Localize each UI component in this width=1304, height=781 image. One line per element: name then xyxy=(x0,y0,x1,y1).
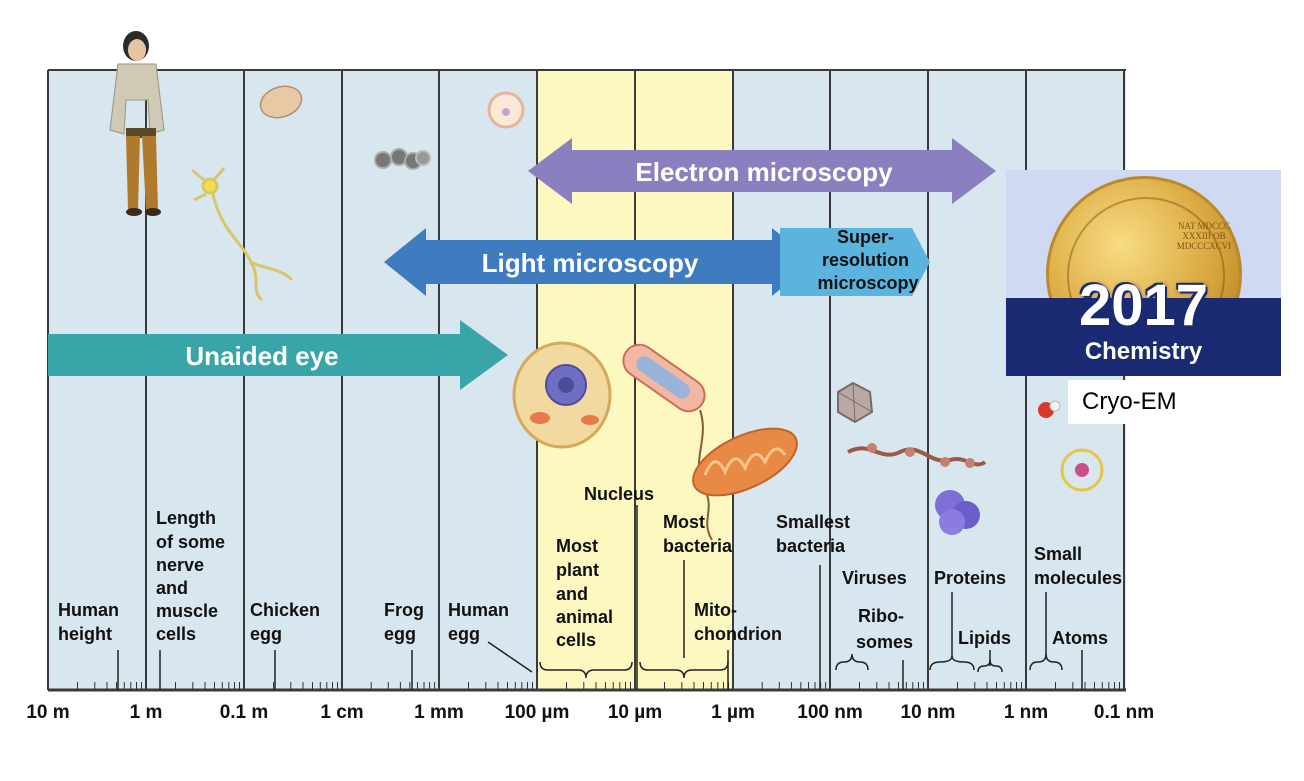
scale-tick-label: 1 µm xyxy=(711,702,755,723)
chicken-egg-icon xyxy=(259,85,303,119)
cryo-em-caption: Cryo-EM xyxy=(1068,380,1218,424)
label-viruses: Viruses xyxy=(842,568,907,588)
scale-tick-label: 1 nm xyxy=(1004,702,1048,723)
scale-tick-label: 10 m xyxy=(26,702,69,723)
scale-tick-label: 0.1 nm xyxy=(1094,702,1154,723)
label-nucleus: Nucleus xyxy=(584,484,654,504)
virus-icon xyxy=(837,381,874,424)
label-frog-egg: Frog egg xyxy=(384,600,429,644)
minor-ticks xyxy=(77,682,1120,690)
animal-cell-icon xyxy=(512,341,612,449)
unaided-eye-label: Unaided eye xyxy=(185,341,338,371)
label-mitochondrion: Mito- chondrion xyxy=(694,600,782,644)
frog-eggs-icon xyxy=(374,148,431,170)
scale-tick-label: 1 cm xyxy=(320,702,363,723)
human-egg-icon xyxy=(487,91,525,129)
label-smallest-bacteria: Smallest bacteria xyxy=(776,512,855,556)
protein-chain-icon xyxy=(847,443,987,468)
protein-blob-icon xyxy=(935,490,980,535)
scale-tick-label: 10 µm xyxy=(608,702,662,723)
super-resolution-range: Super- resolution microscopy xyxy=(780,227,930,296)
nerve-cell-icon xyxy=(191,167,294,302)
object-labels: Human height Length of some nerve and mu… xyxy=(58,484,1122,652)
light-microscopy-range: Light microscopy xyxy=(384,228,814,296)
nobel-year: 2017 xyxy=(1078,273,1209,338)
label-proteins: Proteins xyxy=(934,568,1006,588)
label-human-height: Human height xyxy=(58,600,124,644)
nobel-band xyxy=(1006,298,1281,376)
electron-microscopy-range: Electron microscopy xyxy=(528,138,996,204)
label-chicken-egg: Chicken egg xyxy=(250,600,325,644)
atom-icon xyxy=(1060,448,1104,492)
label-most-bacteria: Most bacteria xyxy=(663,512,733,556)
mitochondrion-icon xyxy=(692,427,798,497)
scale-tick-label: 10 nm xyxy=(901,702,956,723)
unaided-eye-range: Unaided eye xyxy=(48,320,508,390)
label-nerve-muscle-cells: Length of some nerve and muscle cells xyxy=(156,508,230,644)
super-resolution-label: Super- resolution microscopy xyxy=(817,227,918,293)
label-small-molecules: Small molecules xyxy=(1034,544,1122,588)
scale-tick-label: 1 m xyxy=(130,702,163,723)
light-microscopy-label: Light microscopy xyxy=(482,248,699,278)
label-plant-animal-cells: Most plant and animal cells xyxy=(556,536,618,650)
label-atoms: Atoms xyxy=(1052,628,1108,648)
scale-tick-label: 100 nm xyxy=(797,702,862,723)
small-molecule-icon xyxy=(1038,400,1061,418)
human-figure-icon xyxy=(109,31,165,216)
pointer-lines xyxy=(117,505,1083,690)
nobel-prize-badge: NAT MDCCC XXXIII OB MDCCCXCVI 2017 Chemi… xyxy=(1006,170,1281,376)
nobel-field: Chemistry xyxy=(1084,338,1203,365)
scale-tick-label: 100 µm xyxy=(505,702,570,723)
scale-tick-label: 0.1 m xyxy=(220,702,269,723)
label-ribosomes: Ribo- somes xyxy=(856,606,913,652)
label-lipids: Lipids xyxy=(958,628,1011,648)
bacterium-icon xyxy=(622,343,713,541)
label-human-egg: Human egg xyxy=(448,600,514,644)
medal-inscription: NAT MDCCC XXXIII OB MDCCCXCVI xyxy=(1176,221,1232,251)
scale-tick-label: 1 mm xyxy=(414,702,464,723)
electron-microscopy-label: Electron microscopy xyxy=(635,157,893,187)
scale-axis: 10 m 1 m 0.1 m 1 cm 1 mm 100 µm 10 µm 1 µm 100 n… xyxy=(26,702,1154,723)
